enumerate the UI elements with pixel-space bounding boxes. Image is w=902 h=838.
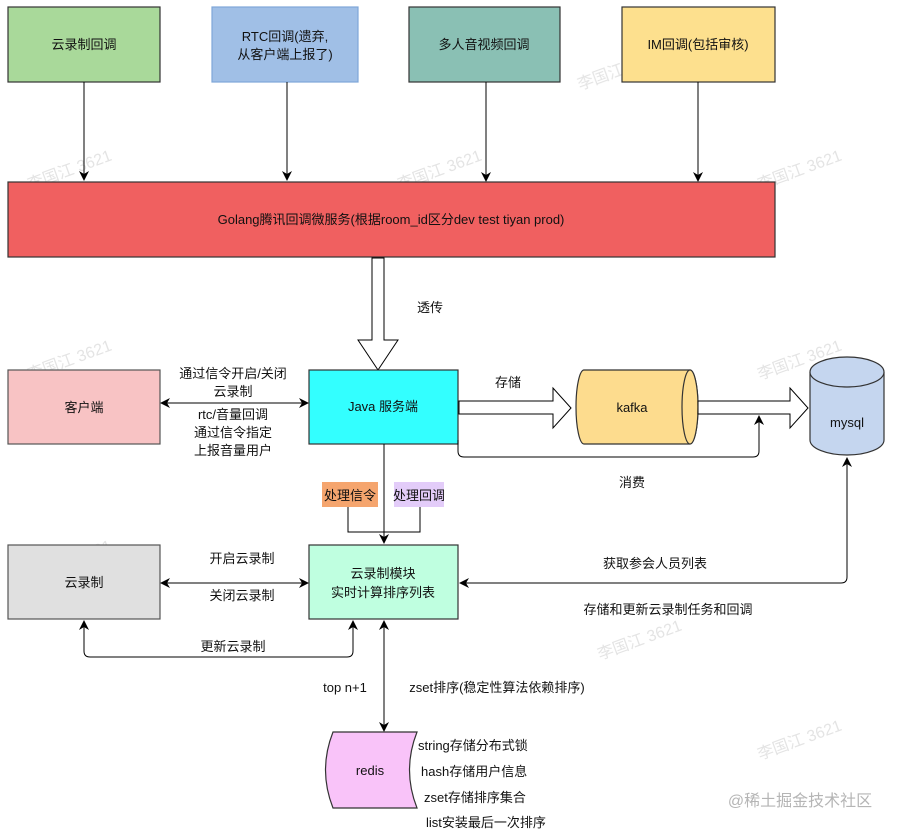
svg-text:云录制回调: 云录制回调: [51, 37, 116, 52]
mysql-module-arrow: [459, 457, 852, 588]
record-module-box: 云录制模块 实时计算排序列表: [308, 544, 459, 620]
client-box: 客户端: [7, 369, 161, 445]
store-label: 存储: [495, 375, 521, 390]
svg-text:IM回调(包括审核): IM回调(包括审核): [647, 37, 748, 52]
svg-text:zset存储排序集合: zset存储排序集合: [424, 790, 526, 805]
svg-text:hash存储用户信息: hash存储用户信息: [421, 764, 527, 779]
svg-text:多人音视频回调: 多人音视频回调: [438, 37, 529, 52]
svg-text:云录制: 云录制: [64, 575, 103, 590]
svg-text:李国江 3621: 李国江 3621: [595, 617, 684, 664]
java-server-box: Java 服务端: [308, 369, 459, 445]
svg-text:云录制: 云录制: [213, 384, 252, 399]
source-multi-av-callback: 多人音视频回调: [408, 6, 561, 83]
svg-text:kafka: kafka: [616, 400, 648, 415]
handler-connector: [347, 507, 421, 533]
redis-notes: string存储分布式锁 hash存储用户信息 zset存储排序集合 list安…: [418, 738, 546, 830]
top-n-label: top n+1: [323, 680, 367, 695]
store-arrow: [458, 386, 572, 430]
handle-signal-tag: 处理信令: [322, 482, 378, 507]
cloud-record-box: 云录制: [7, 544, 161, 620]
golang-callback-service: Golang腾讯回调微服务(根据room_id区分dev test tiyan …: [7, 181, 776, 258]
update-record-label: 更新云录制: [200, 639, 265, 654]
svg-text:string存储分布式锁: string存储分布式锁: [418, 738, 528, 753]
svg-text:Golang腾讯回调微服务(根据room_id区分dev t: Golang腾讯回调微服务(根据room_id区分dev test tiyan …: [218, 212, 565, 227]
svg-text:处理回调: 处理回调: [393, 488, 445, 503]
source-im-callback: IM回调(包括审核): [621, 6, 776, 83]
svg-text:list安装最后一次排序: list安装最后一次排序: [426, 815, 546, 830]
store-tasks-label: 存储和更新云录制任务和回调: [583, 602, 752, 617]
update-record-arrow: [79, 620, 358, 658]
svg-text:客户端: 客户端: [64, 400, 103, 415]
svg-text:通过信令指定: 通过信令指定: [194, 425, 272, 440]
pass-through-label: 透传: [417, 300, 443, 315]
source-arrows: [79, 82, 703, 182]
fetch-participants-label: 获取参会人员列表: [603, 556, 707, 571]
zset-sort-label: zset排序(稳定性算法依赖排序): [409, 680, 585, 695]
svg-text:处理信令: 处理信令: [324, 488, 376, 503]
client-java-labels: 通过信令开启/关闭 云录制 rtc/音量回调 通过信令指定 上报音量用户: [179, 366, 287, 458]
mysql-database: mysql: [809, 356, 885, 456]
svg-text:上报音量用户: 上报音量用户: [194, 443, 272, 458]
svg-text:实时计算排序列表: 实时计算排序列表: [331, 585, 435, 600]
svg-text:Java 服务端: Java 服务端: [348, 399, 418, 414]
source-rtc-callback: RTC回调(遗弃, 从客户端上报了): [211, 6, 359, 83]
svg-text:rtc/音量回调: rtc/音量回调: [198, 407, 268, 422]
handle-callback-tag: 处理回调: [393, 482, 445, 507]
start-record-label: 开启云录制: [209, 551, 274, 566]
source-cloud-record-callback: 云录制回调: [7, 6, 161, 83]
pass-through-arrow: [357, 257, 399, 371]
juejin-watermark: @稀土掘金技术社区: [728, 792, 872, 810]
kafka-queue: kafka: [575, 369, 699, 445]
svg-text:李国江 3621: 李国江 3621: [755, 717, 844, 764]
consume-label: 消费: [619, 475, 645, 490]
stop-record-label: 关闭云录制: [209, 588, 274, 603]
svg-text:从客户端上报了): 从客户端上报了): [237, 47, 332, 62]
svg-text:redis: redis: [356, 763, 385, 778]
svg-text:通过信令开启/关闭: 通过信令开启/关闭: [179, 366, 287, 381]
svg-text:云录制模块: 云录制模块: [350, 566, 415, 581]
kafka-mysql-arrow: [697, 386, 809, 430]
svg-text:mysql: mysql: [830, 415, 864, 430]
redis-store: redis: [324, 731, 418, 809]
svg-text:RTC回调(遗弃,: RTC回调(遗弃,: [242, 29, 328, 44]
